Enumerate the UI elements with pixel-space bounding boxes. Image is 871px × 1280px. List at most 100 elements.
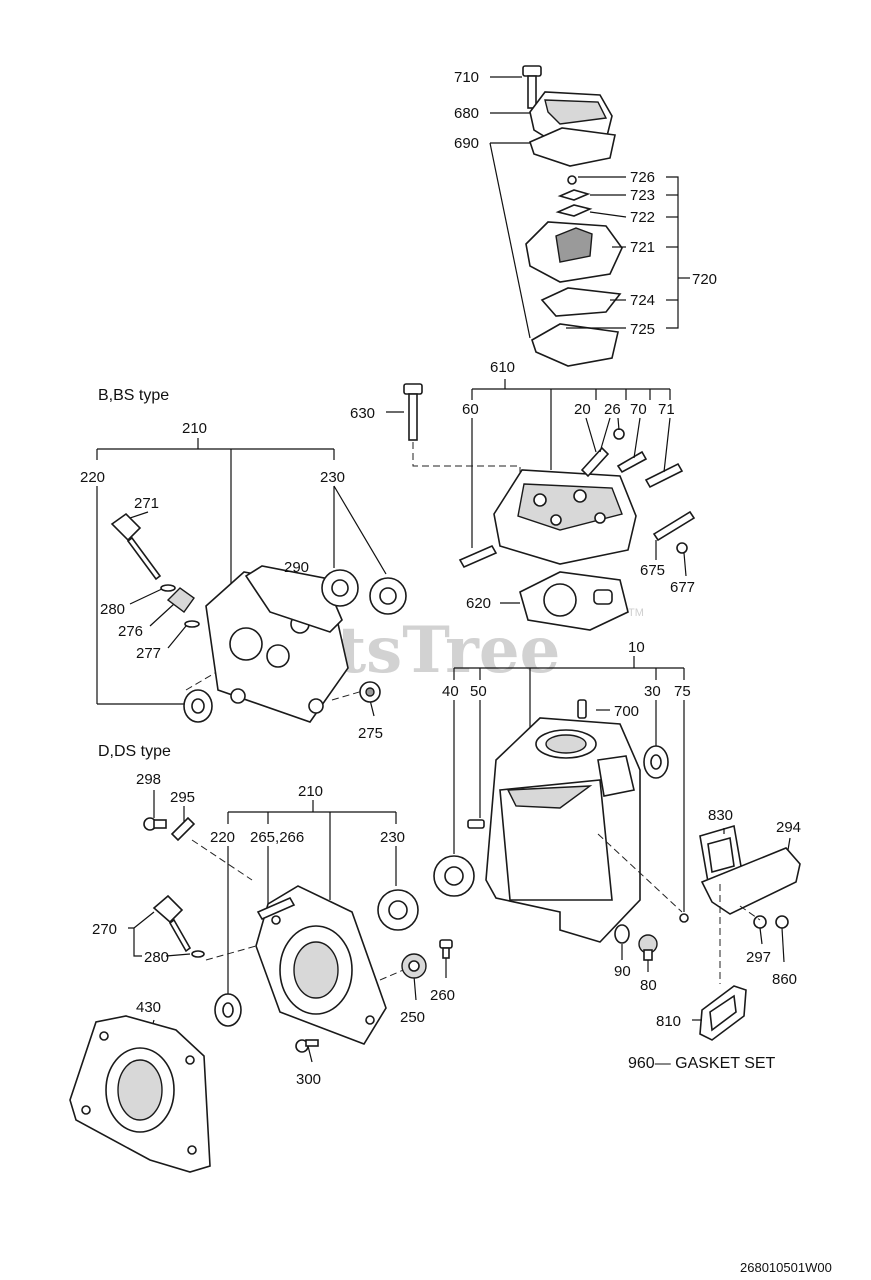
part-280-oring-d[interactable] — [191, 950, 205, 958]
part-690-gasket[interactable] — [529, 127, 616, 167]
label-210-d: 210 — [298, 783, 323, 800]
part-710-bolt[interactable] — [522, 65, 542, 109]
label-677: 677 — [670, 579, 695, 596]
part-250-gear[interactable] — [401, 953, 427, 979]
part-71-stud[interactable] — [644, 462, 684, 489]
part-90-washer[interactable] — [614, 924, 630, 944]
label-80: 80 — [640, 977, 657, 994]
label-26: 26 — [604, 401, 621, 418]
part-60-stud[interactable] — [458, 544, 498, 569]
part-726-screw[interactable] — [567, 175, 577, 185]
part-295-clip[interactable] — [170, 816, 196, 842]
part-724-plate[interactable] — [540, 287, 622, 317]
part-280-oring[interactable] — [160, 584, 176, 592]
part-722-plate[interactable] — [555, 204, 593, 217]
label-271: 271 — [134, 495, 159, 512]
part-cylinder-head[interactable] — [493, 469, 637, 565]
label-726: 726 — [630, 169, 655, 186]
part-70-stud[interactable] — [616, 450, 648, 474]
label-724: 724 — [630, 292, 655, 309]
label-270: 270 — [92, 921, 117, 938]
part-630-head-bolt[interactable] — [403, 383, 423, 441]
part-620-head-gasket[interactable] — [519, 571, 629, 631]
label-230-b: 230 — [320, 469, 345, 486]
label-830: 830 — [708, 807, 733, 824]
label-250: 250 — [400, 1009, 425, 1026]
part-265-stud[interactable] — [256, 896, 296, 921]
part-75-pin[interactable] — [679, 913, 689, 923]
part-230-bearing-2[interactable] — [369, 577, 407, 615]
part-220-oil-seal-b[interactable] — [183, 689, 213, 723]
part-220-oil-seal-d[interactable] — [214, 993, 242, 1027]
part-721-breather[interactable] — [525, 221, 623, 283]
crankcase-assembly — [433, 699, 689, 961]
part-294-plate[interactable] — [700, 847, 801, 915]
part-260-bolt[interactable] — [439, 939, 453, 959]
part-700-dowel[interactable] — [577, 699, 587, 719]
part-271-dipstick[interactable] — [110, 512, 162, 581]
reference-code: 268010501W00 — [740, 1260, 832, 1275]
part-crankcase-cover-d[interactable] — [255, 885, 387, 1045]
part-430-mounting-flange[interactable] — [69, 1015, 211, 1173]
label-620: 620 — [466, 595, 491, 612]
part-230-bearing-1[interactable] — [321, 569, 359, 607]
part-675-pin[interactable] — [652, 510, 696, 542]
part-30-oil-seal[interactable] — [643, 745, 669, 779]
label-725: 725 — [630, 321, 655, 338]
label-290: 290 — [284, 559, 309, 576]
part-gasket-lower[interactable] — [531, 323, 619, 367]
part-290-gasket[interactable] — [244, 565, 343, 633]
label-710: 710 — [454, 69, 479, 86]
label-722: 722 — [630, 209, 655, 226]
label-721: 721 — [630, 239, 655, 256]
part-80-drain-plug[interactable] — [638, 934, 658, 961]
label-298: 298 — [136, 771, 161, 788]
label-723: 723 — [630, 187, 655, 204]
label-71: 71 — [658, 401, 675, 418]
label-295: 295 — [170, 789, 195, 806]
label-300: 300 — [296, 1071, 321, 1088]
rocker-cover-assembly — [522, 65, 623, 367]
part-270-dipstick[interactable] — [152, 894, 192, 953]
label-10: 10 — [628, 639, 645, 656]
label-277: 277 — [136, 645, 161, 662]
part-830-gasket[interactable] — [699, 824, 743, 884]
label-690: 690 — [454, 135, 479, 152]
part-10-crankcase[interactable] — [485, 717, 641, 943]
part-277-oring[interactable] — [184, 620, 200, 628]
part-276-plug[interactable] — [166, 587, 195, 613]
part-20-guide[interactable] — [580, 446, 610, 478]
label-60: 60 — [462, 401, 479, 418]
part-298-bolt[interactable] — [143, 817, 167, 831]
right-gasket-parts — [699, 824, 801, 1041]
label-860: 860 — [772, 971, 797, 988]
d-ds-gearcase-assembly — [69, 816, 453, 1173]
label-210-b: 210 — [182, 420, 207, 437]
part-297-bolt[interactable] — [753, 915, 767, 929]
part-810-gasket[interactable] — [699, 985, 747, 1041]
part-723-plate[interactable] — [557, 189, 591, 201]
label-30: 30 — [644, 683, 661, 700]
label-630: 630 — [350, 405, 375, 422]
label-275: 275 — [358, 725, 383, 742]
part-50-dowel[interactable] — [467, 819, 485, 829]
label-280-b: 280 — [100, 601, 125, 618]
label-276: 276 — [118, 623, 143, 640]
cylinder-head-assembly — [403, 383, 696, 631]
part-275-washer[interactable] — [359, 681, 381, 703]
label-265-266: 265,266 — [250, 829, 304, 846]
b-bs-gearcase-assembly — [110, 512, 407, 723]
label-50: 50 — [470, 683, 487, 700]
part-677-bolt[interactable] — [676, 542, 688, 554]
label-720: 720 — [692, 271, 717, 288]
part-40-bearing[interactable] — [433, 855, 475, 897]
part-860-bolt[interactable] — [775, 915, 789, 929]
label-297: 297 — [746, 949, 771, 966]
part-230-bearing-d[interactable] — [377, 889, 419, 931]
part-26-seal[interactable] — [613, 428, 625, 440]
part-300-bolt[interactable] — [295, 1039, 319, 1053]
label-260: 260 — [430, 987, 455, 1004]
label-40: 40 — [442, 683, 459, 700]
label-675: 675 — [640, 562, 665, 579]
